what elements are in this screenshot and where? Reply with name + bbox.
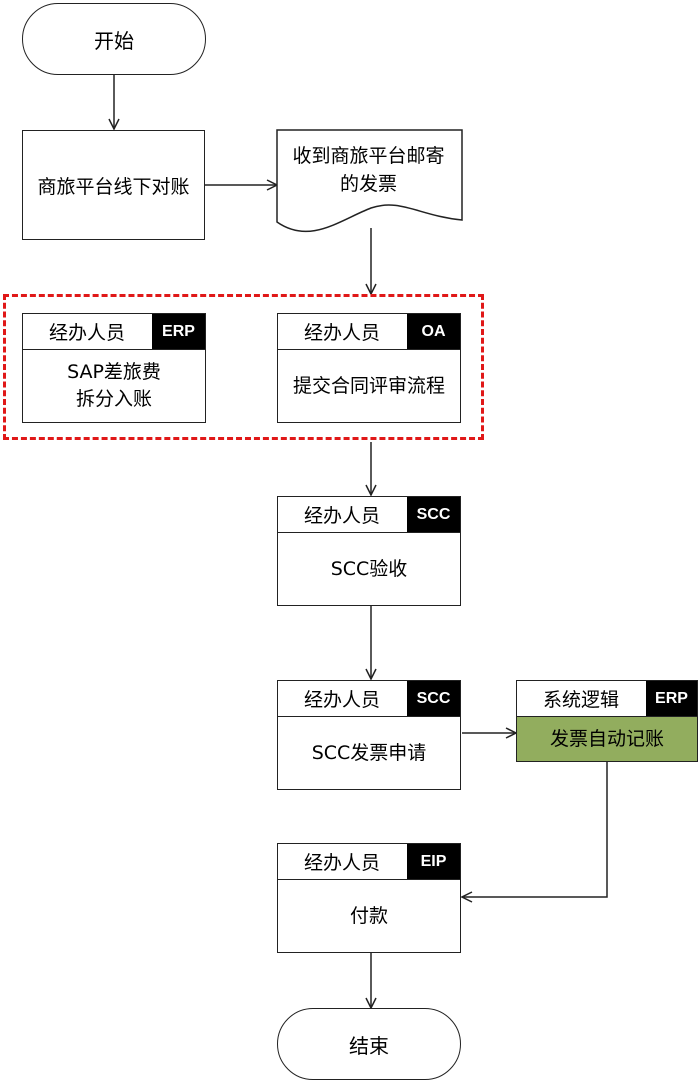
scc-accept-tag: SCC — [407, 497, 460, 532]
scc-invoice-body: SCC发票申请 — [278, 717, 460, 789]
receive-invoice-document-shape — [276, 129, 463, 233]
sap-split-header: 经办人员 ERP — [23, 314, 205, 350]
receive-invoice-line1: 收到商旅平台邮寄 — [292, 145, 445, 167]
arrow-auto-post-to-payment — [462, 762, 608, 897]
auto-post-tag: ERP — [646, 681, 697, 716]
auto-post-header: 系统逻辑 ERP — [517, 681, 697, 717]
payment-tag: EIP — [407, 844, 460, 879]
submit-contract-line1: 提交合同评审流程 — [292, 374, 445, 397]
offline-reconcile-box: 商旅平台线下对账 — [22, 130, 205, 240]
submit-contract-body: 提交合同评审流程 — [278, 350, 460, 422]
end-label: 结束 — [349, 1033, 389, 1058]
submit-contract-tag: OA — [407, 314, 460, 349]
auto-post-box: 系统逻辑 ERP 发票自动记账 — [516, 680, 698, 762]
payment-role: 经办人员 — [303, 852, 380, 874]
start-label: 开始 — [94, 28, 134, 53]
auto-post-body: 发票自动记账 — [517, 717, 697, 761]
scc-invoice-tag: SCC — [407, 681, 460, 716]
sap-split-role: 经办人员 — [48, 322, 125, 344]
parallel-group-border — [3, 294, 484, 440]
scc-accept-header: 经办人员 SCC — [278, 497, 460, 533]
scc-accept-box: 经办人员 SCC SCC验收 — [277, 496, 461, 606]
sap-split-tag: ERP — [152, 314, 205, 349]
receive-invoice-text: 收到商旅平台邮寄 的发票 — [277, 142, 460, 198]
sap-split-line1: SAP差旅费 — [67, 361, 161, 383]
scc-invoice-header: 经办人员 SCC — [278, 681, 460, 717]
sap-split-box: 经办人员 ERP SAP差旅费 拆分入账 — [22, 313, 206, 423]
scc-accept-role: 经办人员 — [303, 505, 380, 527]
sap-split-line2: 拆分入账 — [75, 388, 152, 410]
auto-post-role: 系统逻辑 — [542, 689, 619, 711]
receive-invoice-line2: 的发票 — [339, 173, 397, 195]
offline-reconcile-label: 商旅平台线下对账 — [37, 175, 190, 198]
scc-invoice-line1: SCC发票申请 — [311, 741, 427, 764]
scc-accept-line1: SCC验收 — [330, 557, 408, 580]
sap-split-body: SAP差旅费 拆分入账 — [23, 350, 205, 422]
submit-contract-box: 经办人员 OA 提交合同评审流程 — [277, 313, 461, 423]
scc-invoice-role: 经办人员 — [303, 689, 380, 711]
payment-box: 经办人员 EIP 付款 — [277, 843, 461, 953]
payment-line1: 付款 — [349, 904, 388, 927]
scc-accept-body: SCC验收 — [278, 533, 460, 605]
start-terminal: 开始 — [22, 3, 206, 75]
auto-post-line1: 发票自动记账 — [549, 727, 664, 750]
submit-contract-role: 经办人员 — [303, 322, 380, 344]
payment-header: 经办人员 EIP — [278, 844, 460, 880]
scc-invoice-box: 经办人员 SCC SCC发票申请 — [277, 680, 461, 790]
payment-body: 付款 — [278, 880, 460, 952]
submit-contract-header: 经办人员 OA — [278, 314, 460, 350]
end-terminal: 结束 — [277, 1008, 461, 1080]
